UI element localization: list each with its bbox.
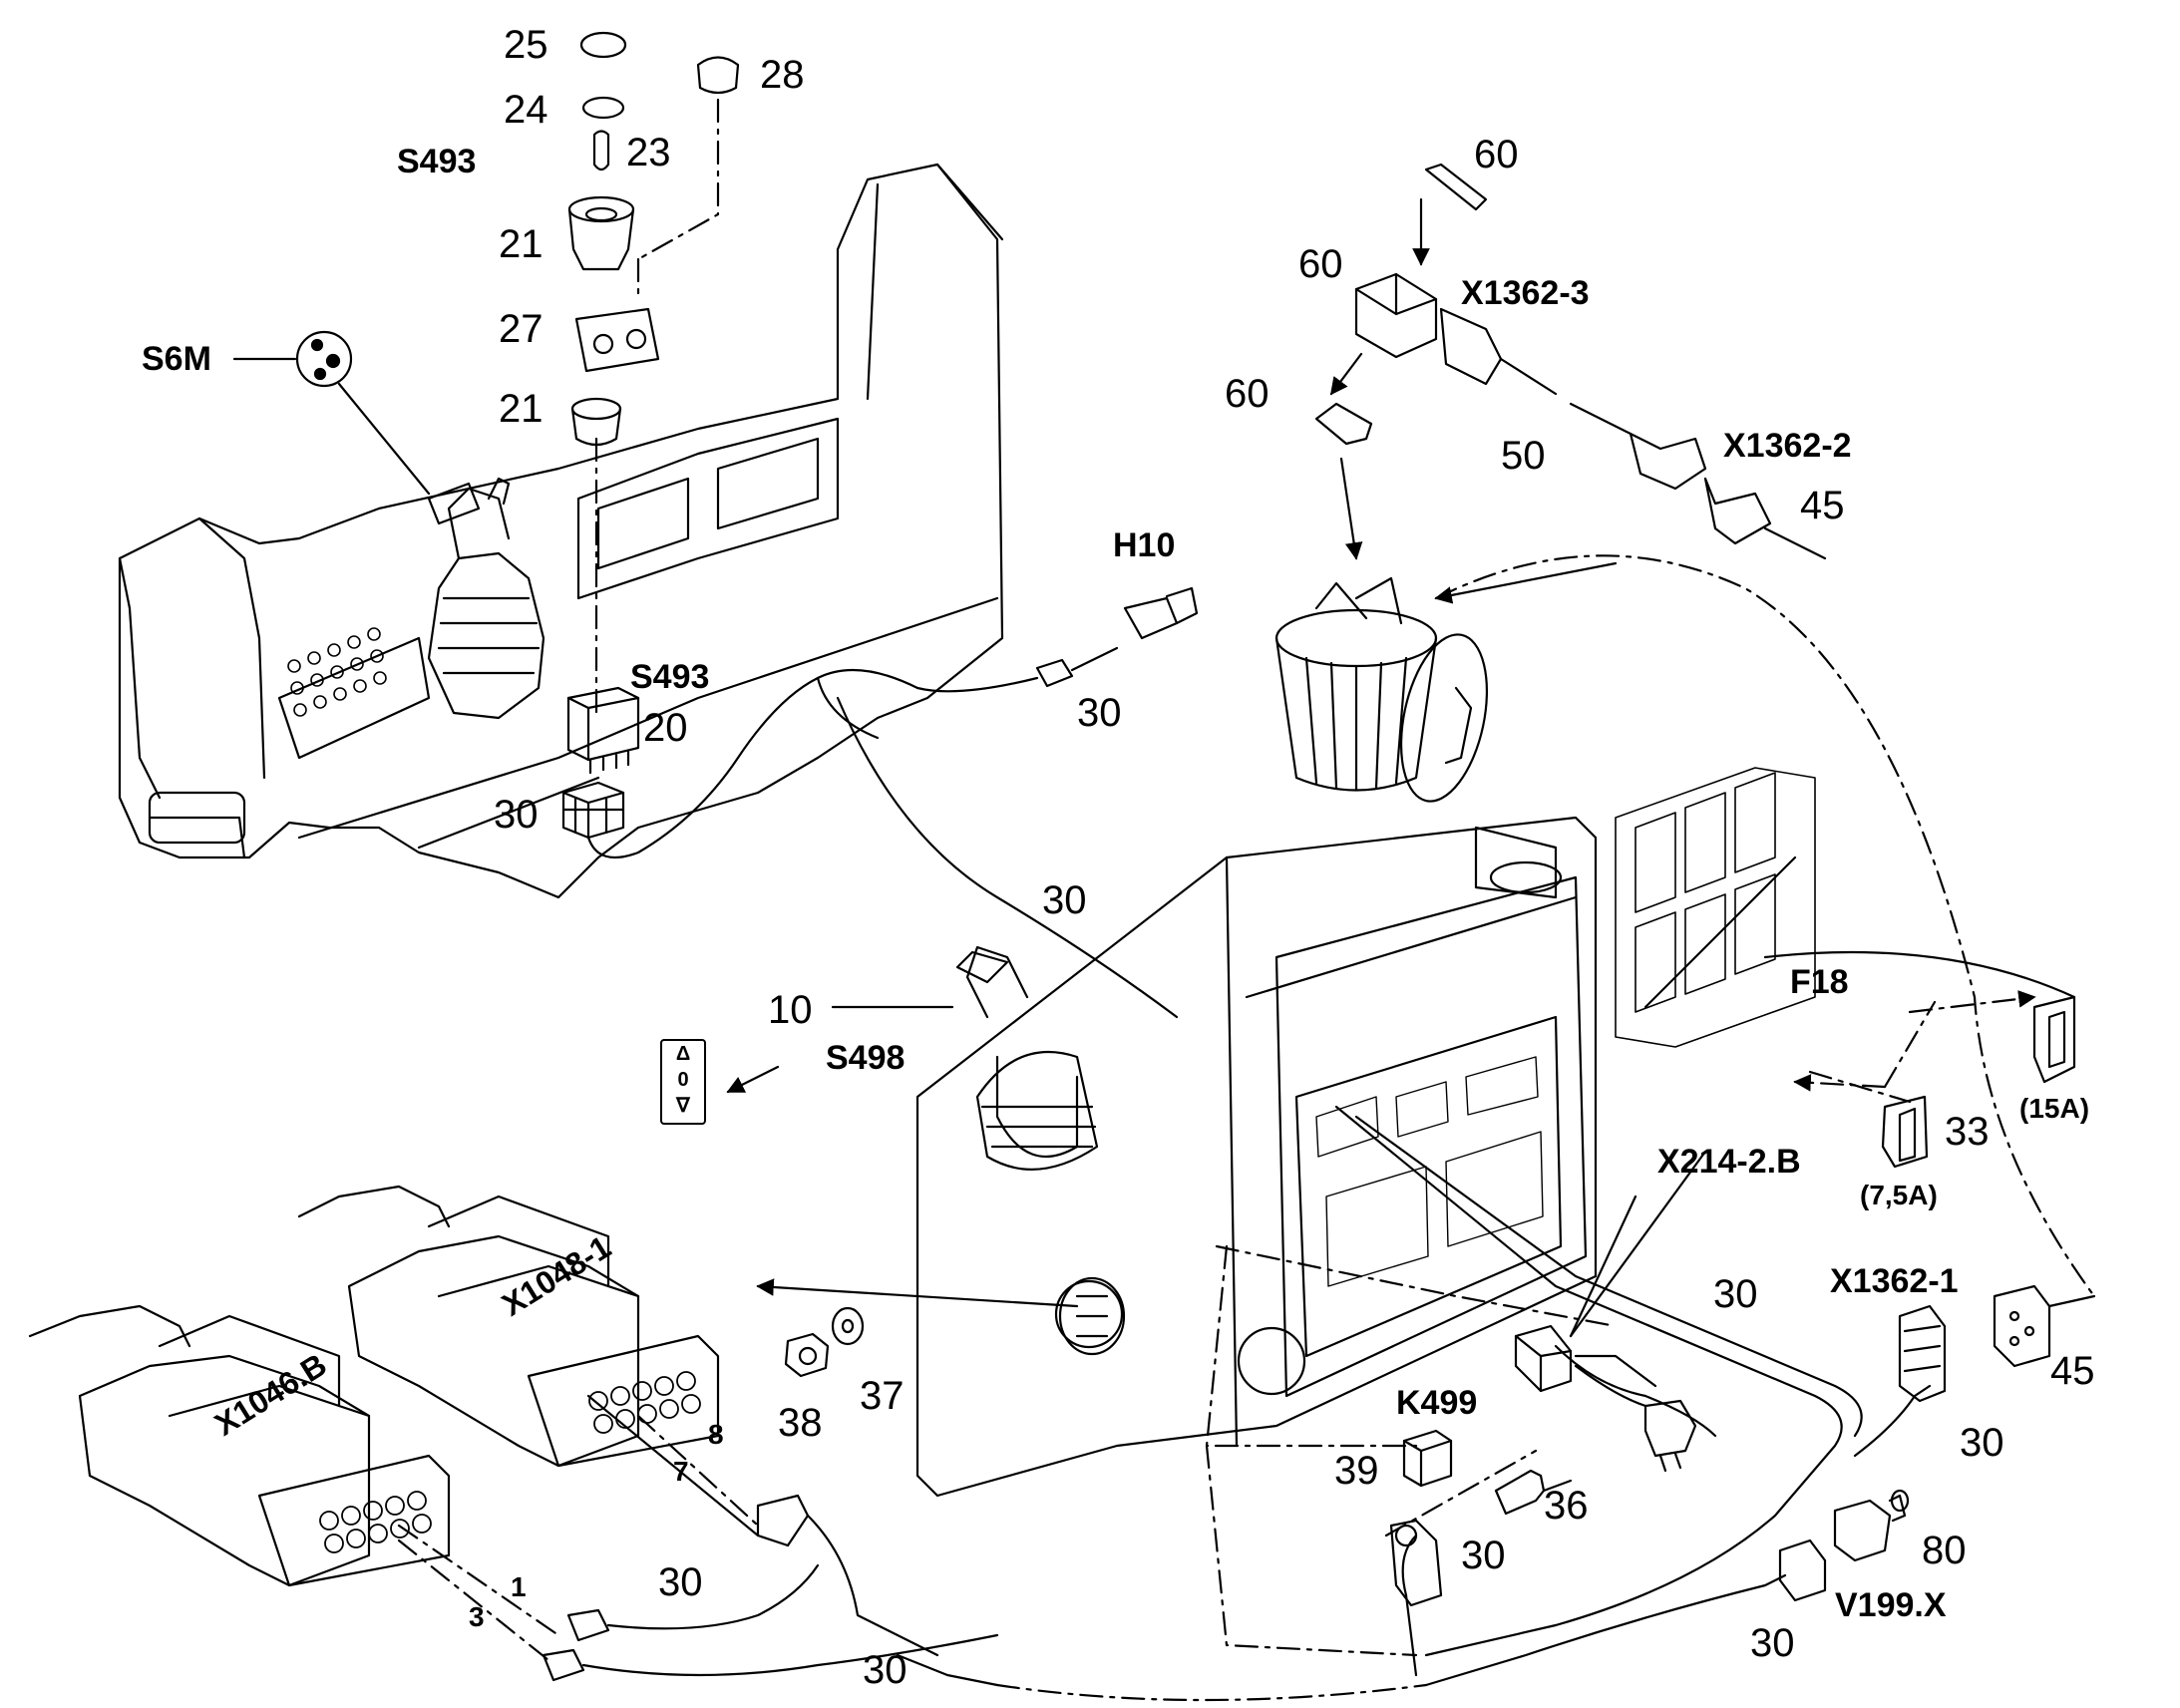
label-30-k499: 30 <box>1461 1534 1506 1577</box>
label-60a: 60 <box>1474 133 1519 176</box>
fuse-box <box>1615 767 1816 1048</box>
label-30-v199: 30 <box>1750 1621 1795 1665</box>
label-f18: F18 <box>1790 963 1849 1001</box>
x1362-connectors <box>1314 163 1827 560</box>
fuse-f18 <box>1763 950 2076 1169</box>
label-pin-3: 3 <box>469 1601 485 1632</box>
label-21a: 21 <box>499 222 544 266</box>
label-fuse-15a: (15A) <box>2019 1093 2090 1124</box>
label-s498: S498 <box>826 1039 906 1077</box>
x1362-1-connector <box>1898 1284 2096 1403</box>
h10-lamp <box>816 586 1199 1019</box>
leader-lines <box>726 1005 1707 1338</box>
label-38: 38 <box>778 1401 823 1445</box>
label-x214-2b: X214-2.B <box>1657 1143 1801 1181</box>
label-pin-8: 8 <box>708 1419 724 1450</box>
label-pin-1: 1 <box>511 1571 527 1602</box>
label-s493-top: S493 <box>397 143 477 180</box>
connector-x1048-1 <box>297 1185 939 1657</box>
upper-console <box>118 163 1004 899</box>
label-x1362-1: X1362-1 <box>1830 1262 1959 1300</box>
label-60c: 60 <box>1225 372 1270 416</box>
label-39: 39 <box>1334 1449 1379 1493</box>
label-80: 80 <box>1922 1529 1967 1572</box>
switch-s493-parts <box>561 31 820 859</box>
label-28: 28 <box>760 53 805 97</box>
v199-connector <box>1778 1489 1910 1602</box>
label-33: 33 <box>1945 1110 1990 1154</box>
label-60b: 60 <box>1298 242 1343 286</box>
label-37: 37 <box>860 1374 905 1418</box>
label-30-left: 30 <box>658 1560 703 1604</box>
label-pin-7: 7 <box>673 1456 689 1487</box>
switch-up-glyph: Δ <box>675 1043 691 1065</box>
s6m-symbol <box>232 330 431 496</box>
label-k499: K499 <box>1396 1384 1478 1422</box>
label-25: 25 <box>504 23 548 67</box>
label-50: 50 <box>1501 434 1546 478</box>
connector-x1046-b <box>28 1304 1428 1702</box>
label-fuse-7-5a: (7,5A) <box>1860 1180 1938 1210</box>
label-30-h10: 30 <box>1077 691 1122 735</box>
joystick-control-unit <box>915 816 1598 1498</box>
label-36: 36 <box>1544 1484 1589 1528</box>
label-s493-mid: S493 <box>630 658 710 696</box>
label-x1362-3: X1362-3 <box>1461 274 1590 312</box>
label-20: 20 <box>643 706 688 750</box>
k499-relay-parts <box>1389 1429 1573 1607</box>
nut-and-washer <box>756 1278 1079 1378</box>
label-x1362-2: X1362-2 <box>1723 427 1852 465</box>
s498-switch-symbol: Δ 0 ∇ <box>660 1039 706 1125</box>
label-27: 27 <box>499 307 544 351</box>
label-45b: 45 <box>2050 1349 2095 1393</box>
switch-down-glyph: ∇ <box>676 1095 690 1117</box>
label-24: 24 <box>504 88 548 132</box>
label-30-bottom: 30 <box>863 1648 908 1692</box>
label-10: 10 <box>768 988 813 1032</box>
trash-can-icon <box>1274 554 2096 1298</box>
label-s6m: S6M <box>142 340 211 378</box>
switch-zero-glyph: 0 <box>677 1069 689 1091</box>
label-23: 23 <box>626 131 671 174</box>
x214-connector <box>1514 1195 1697 1473</box>
label-21b: 21 <box>499 387 544 431</box>
label-v199x: V199.X <box>1835 1586 1947 1624</box>
label-30-relay: 30 <box>494 793 539 837</box>
wiring-harness <box>1205 1105 1932 1687</box>
label-30-x214: 30 <box>1713 1272 1758 1316</box>
label-30-x1362-1: 30 <box>1960 1421 2004 1465</box>
label-45a: 45 <box>1800 484 1845 527</box>
label-h10: H10 <box>1113 526 1176 564</box>
label-30-cable: 30 <box>1042 878 1087 922</box>
